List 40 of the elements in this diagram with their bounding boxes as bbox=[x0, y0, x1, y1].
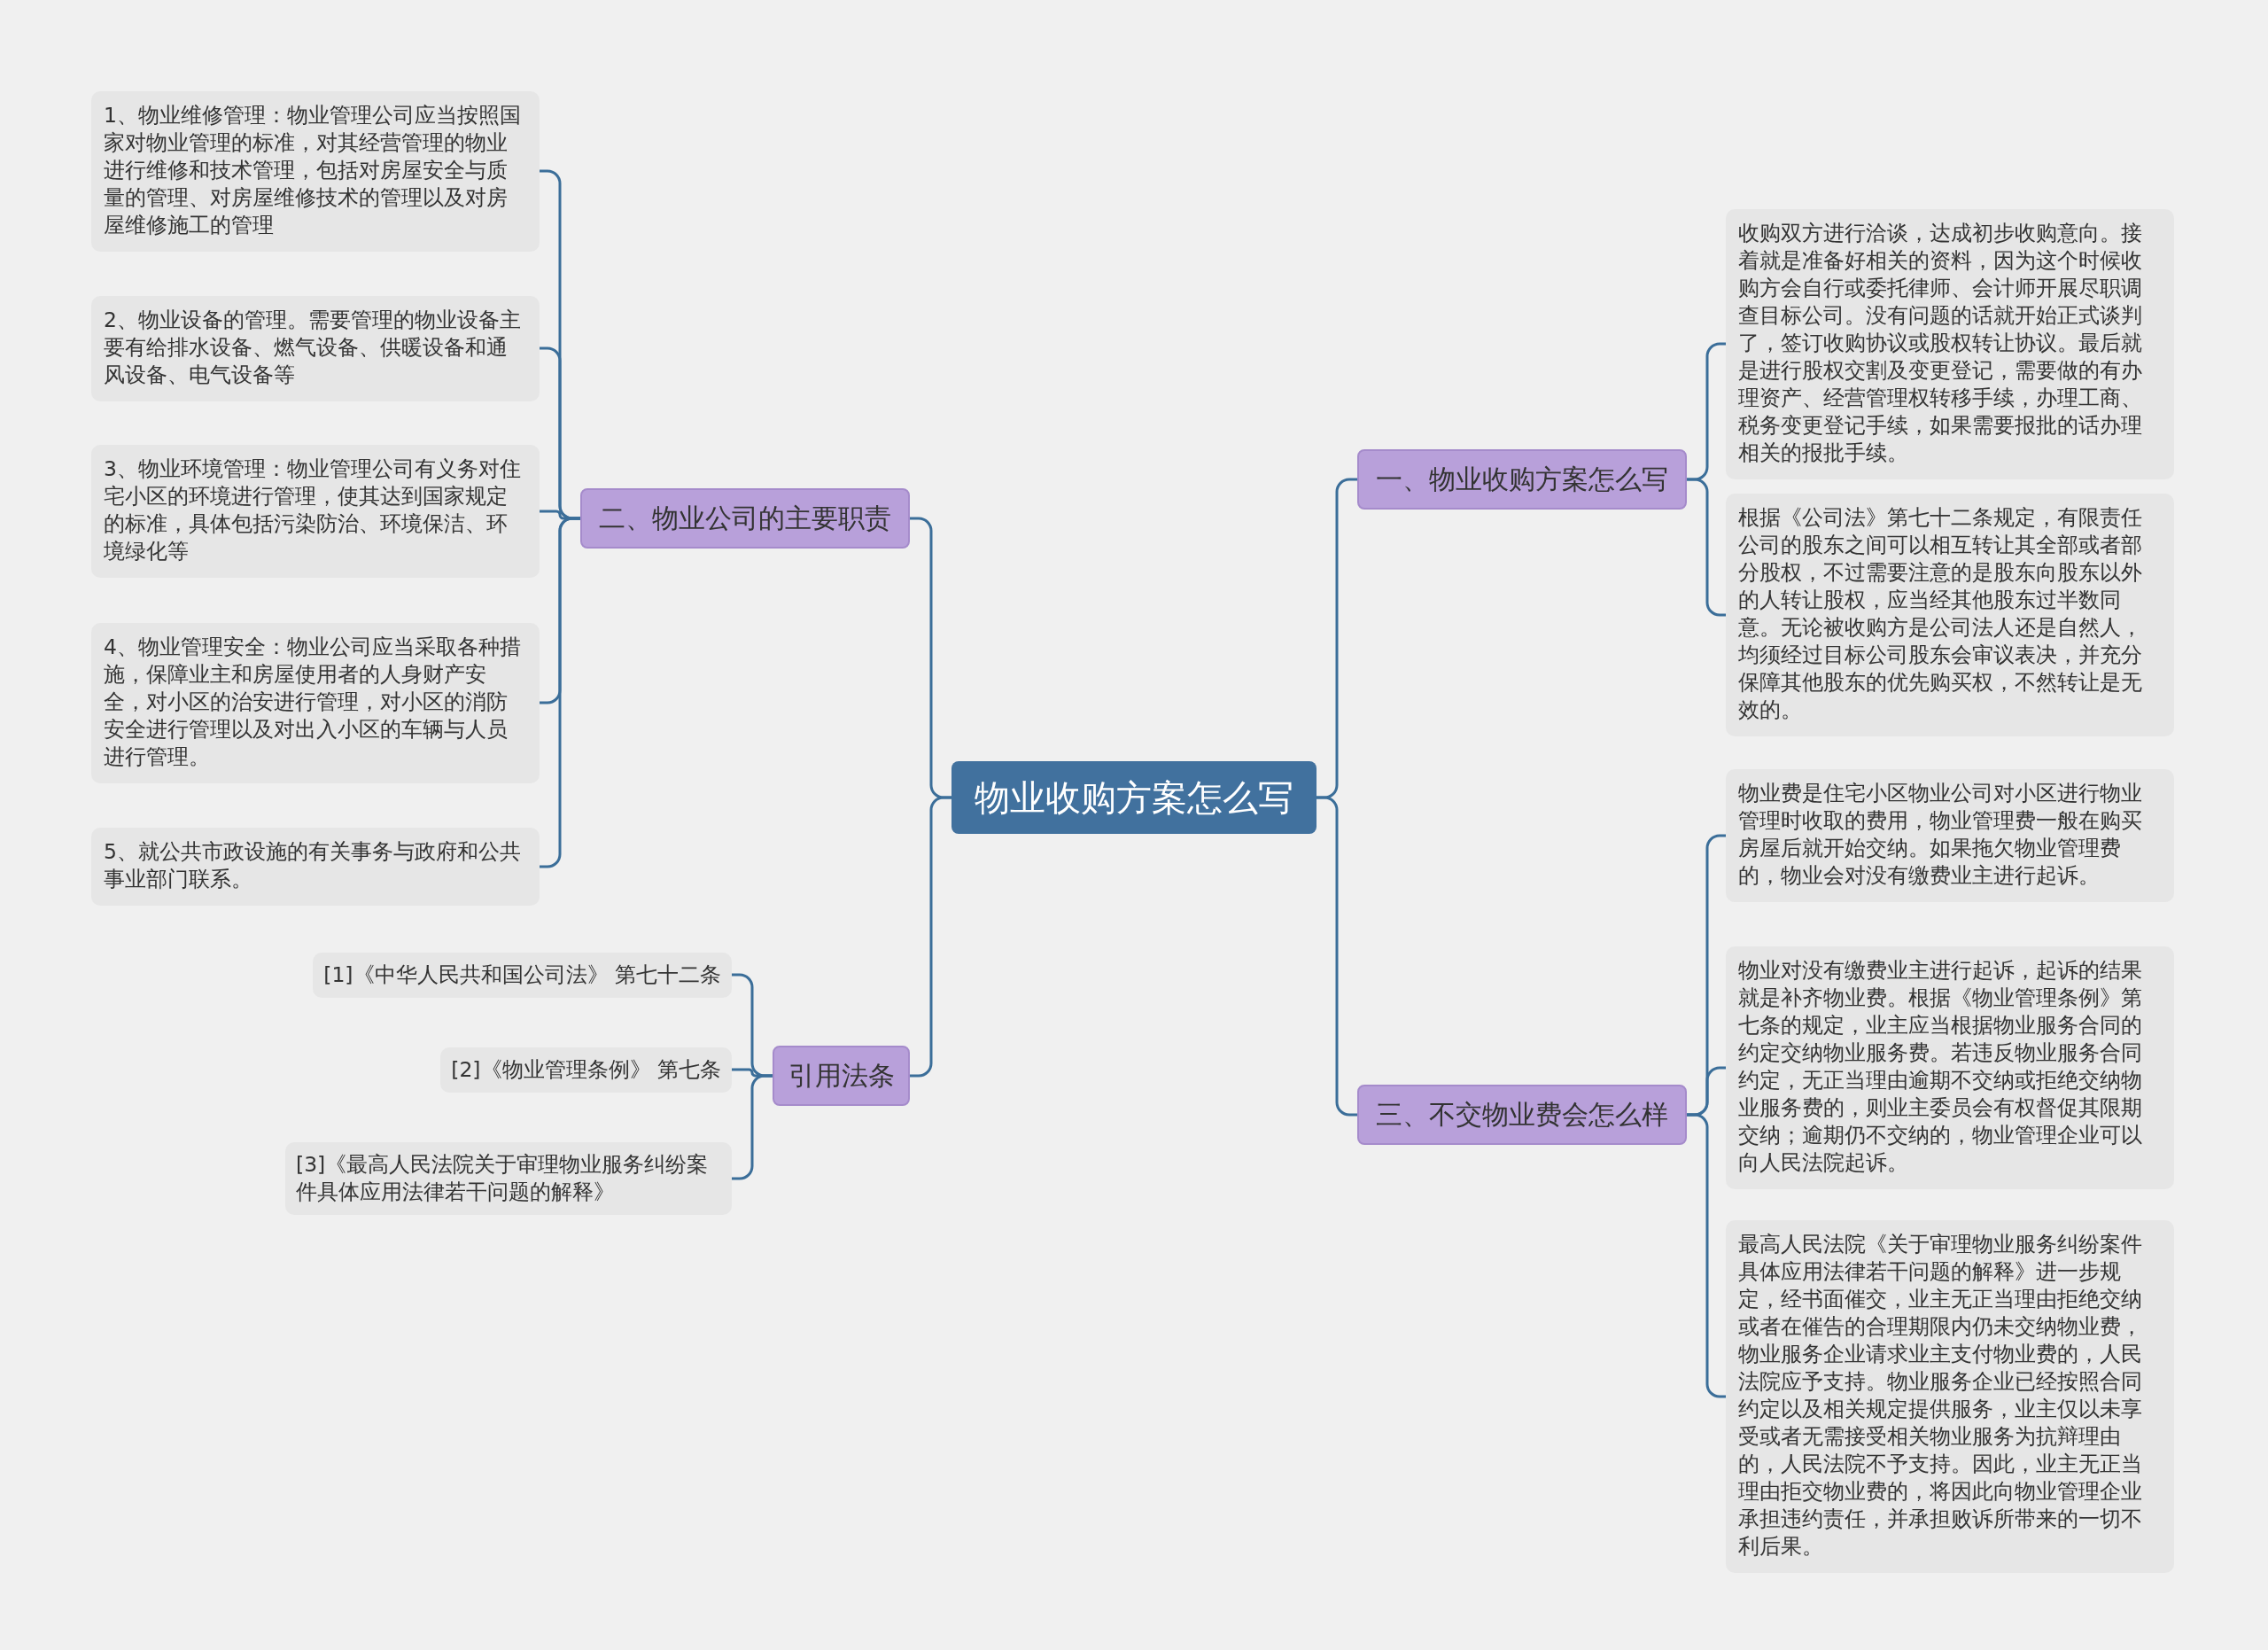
note-text: 1、物业维修管理：物业管理公司应当按照国家对物业管理的标准，对其经营管理的物业进行维修和技术管理，包括对房屋安全与质量的管理、对房屋维修技术的管理以及对房屋维修施工的管理 bbox=[104, 101, 522, 239]
topic-text: 引用法条 bbox=[787, 1059, 896, 1093]
topic-text: 三、不交物业费会怎么样 bbox=[1375, 1098, 1669, 1132]
topic-text: 二、物业公司的主要职责 bbox=[598, 502, 892, 535]
citation-text: [2]《物业管理条例》 第七条 bbox=[451, 1055, 721, 1084]
citation-card bbox=[285, 1142, 732, 1215]
branch-topic-box bbox=[1357, 1085, 1687, 1145]
note-text: 5、就公共市政设施的有关事务与政府和公共事业部门联系。 bbox=[104, 838, 522, 893]
note-card bbox=[91, 295, 540, 401]
note-text: 根据《公司法》第七十二条规定，有限责任公司的股东之间可以相互转让其全部或者部分股权，不过需要注意的是股东向股东以外的人转让股权，应当经其他股东过半数同意。无论被收购方是公司法人还是自然人，均须经过目标公司股东会审议表决，并充分保障其他股东的优先购买权，不然转让是无效的。 bbox=[1738, 504, 2143, 724]
note-text: 物业费是住宅小区物业公司对小区进行物业管理时收取的费用，物业管理费一般在购买房屋后就开始交纳。如果拖欠物业管理费的，物业会对没有缴费业主进行起诉。 bbox=[1738, 780, 2143, 890]
note-card bbox=[91, 622, 540, 783]
note-card bbox=[91, 445, 540, 578]
citation-text: [1]《中华人民共和国公司法》 第七十二条 bbox=[323, 961, 721, 989]
connector-line bbox=[732, 1074, 773, 1180]
note-card bbox=[1726, 1220, 2174, 1573]
note-card bbox=[91, 90, 540, 252]
citation-card bbox=[313, 952, 732, 998]
citation-text: [3]《最高人民法院关于审理物业服务纠纷案件具体应用法律若干问题的解释》 bbox=[296, 1151, 710, 1206]
branch-topic-box bbox=[773, 1046, 910, 1106]
connector-line bbox=[540, 517, 580, 868]
citation-card bbox=[440, 1047, 732, 1093]
note-text: 2、物业设备的管理。需要管理的物业设备主要有给排水设备、燃气设备、供暖设备和通风设备、电气设备等 bbox=[104, 306, 522, 389]
note-card bbox=[91, 828, 540, 906]
note-text: 3、物业环境管理：物业管理公司有义务对住宅小区的环境进行管理，使其达到国家规定的标准，具体包括污染防治、环境保洁、环境绿化等 bbox=[104, 455, 522, 565]
note-card bbox=[1726, 946, 2174, 1189]
note-text: 收购双方进行洽谈，达成初步收购意向。接着就是准备好相关的资料，因为这个时候收购方会自行或委托律师、会计师开展尽职调查目标公司。没有问题的话就开始正式谈判了，签订收购协议或股权转让协议。最后就是进行股权交割及变更登记，需要做的有办理资产、经营管理权转移手续，办理工商、税务变更登记手续，如果需要报批的话办理相关的报批手续。 bbox=[1738, 219, 2143, 467]
branch-topic-box bbox=[1357, 449, 1687, 510]
note-card bbox=[1726, 208, 2174, 479]
note-text: 4、物业管理安全：物业公司应当采取各种措施，保障业主和房屋使用者的人身财产安全，对小区的治安进行管理，对小区的消防安全进行管理以及对出入小区的车辆与人员进行管理。 bbox=[104, 633, 522, 771]
topic-text: 物业收购方案怎么写 bbox=[974, 776, 1294, 820]
connector-line bbox=[910, 796, 951, 1078]
note-text: 最高人民法院《关于审理物业服务纠纷案件具体应用法律若干问题的解释》进一步规定，经书面催交，业主无正当理由拒绝交纳或者在催告的合理期限内仍未交纳物业费，物业服务企业请求业主支付物业费的，人民法院应予支持。物业服务企业已经按照合同约定以及相关规定提供服务，业主仅以未享受或者无需接受相关物业服务为抗辩理由的，人民法院不予支持。因此，业主无正当理由拒交物业费的，将因此向物业管理企业承担违约责任，并承担败诉所带来的一切不利后果。 bbox=[1738, 1231, 2143, 1560]
topic-text: 一、物业收购方案怎么写 bbox=[1375, 463, 1669, 496]
connector-line bbox=[1317, 796, 1357, 1117]
note-card bbox=[1726, 769, 2174, 902]
branch-topic-box bbox=[580, 488, 910, 549]
note-text: 物业对没有缴费业主进行起诉，起诉的结果就是补齐物业费。根据《物业管理条例》第七条的规定，业主应当根据物业服务合同的约定交纳物业服务费。若违反物业服务合同约定，无正当理由逾期不交纳或拒绝交纳物业服务费的，则业主委员会有权督促其限期交纳；逾期仍不交纳的，物业管理企业可以向人民法院起诉。 bbox=[1738, 957, 2143, 1177]
note-card bbox=[1726, 494, 2174, 736]
central-topic-box bbox=[951, 761, 1317, 834]
